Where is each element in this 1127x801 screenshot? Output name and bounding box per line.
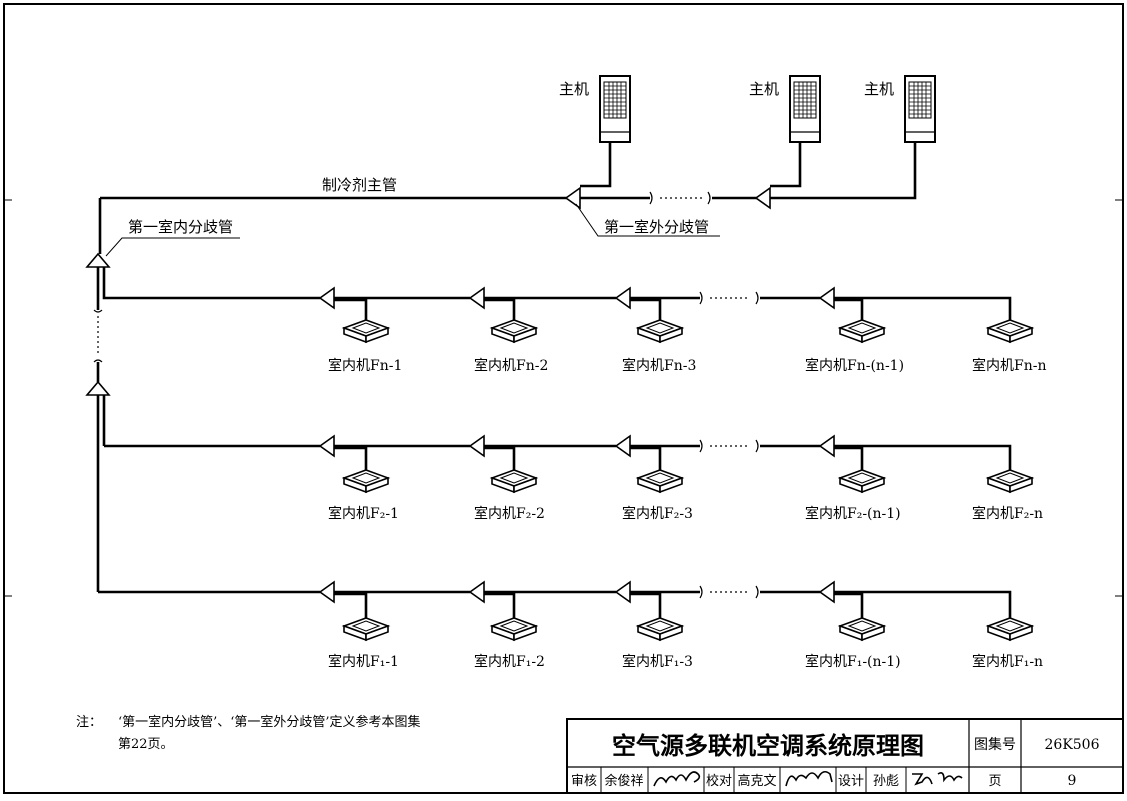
indoor-unit-label: 室内机F₁-2 — [474, 653, 545, 670]
indoor-unit-label: 室内机F₁-(n-1) — [805, 653, 901, 670]
indoor-row-F2: 室内机F₂-1 室内机F₂-2 室内机F₂-3 室内机F₂-(n-1) 室内机F… — [104, 435, 1043, 522]
indoor-unit-label: 室内机F₁-1 — [328, 653, 399, 670]
indoor-unit-label: 室内机Fn-(n-1) — [805, 357, 904, 374]
indoor-unit-label: 室内机F₁-n — [972, 653, 1043, 670]
outdoor-unit-3 — [904, 75, 936, 143]
outer-border — [3, 3, 1124, 794]
outdoor-unit-2 — [789, 75, 821, 143]
indoor-unit-icon — [637, 319, 683, 343]
indoor-unit-label: 室内机F₁-3 — [622, 653, 693, 670]
indoor-row-Fn: 室内机Fn-1 室内机Fn-2 室内机Fn-3 室内机Fn-(n-1) 室内机F… — [102, 287, 1046, 374]
title-block — [566, 718, 1124, 794]
atlas-no-label: 图集号 — [974, 736, 1016, 753]
reviewer-name: 余俊祥 — [604, 773, 643, 789]
indoor-unit-label: 室内机F₂-3 — [622, 505, 693, 522]
indoor-row-F1: 室内机F₁-1 室内机F₁-2 室内机F₁-3 室内机F₁-(n-1) 室内机F… — [98, 581, 1043, 670]
indoor-unit-icon — [343, 617, 389, 641]
indoor-unit-icon — [839, 617, 885, 641]
indoor-branch-fitting — [86, 381, 110, 396]
first-outdoor-branch-leader — [575, 203, 720, 237]
indoor-unit-label: 室内机F₂-1 — [328, 505, 399, 522]
host-label: 主机 — [749, 80, 779, 98]
first-indoor-branch-fitting — [86, 253, 110, 268]
indoor-unit-label: 室内机Fn-3 — [622, 357, 696, 374]
indoor-unit-icon — [491, 469, 537, 493]
outdoor-branch-fitting — [755, 187, 771, 209]
indoor-unit-icon — [987, 469, 1033, 493]
main-pipe-label: 制冷剂主管 — [322, 176, 397, 194]
review-label: 审核 — [571, 774, 597, 789]
first-outdoor-branch-label: 第一室外分歧管 — [604, 218, 709, 236]
indoor-unit-label: 室内机Fn-n — [972, 357, 1046, 374]
indoor-unit-icon — [637, 469, 683, 493]
outdoor-unit-1 — [599, 75, 631, 143]
indoor-unit-label: 室内机Fn-1 — [328, 357, 402, 374]
first-indoor-branch-label: 第一室内分歧管 — [128, 218, 233, 236]
drawing-title: 空气源多联机空调系统原理图 — [612, 732, 924, 760]
indoor-unit-icon — [839, 319, 885, 343]
note-line-1: ‘第一室内分歧管’、‘第一室外分歧管’定义参考本图集 — [118, 714, 421, 730]
check-label: 校对 — [706, 773, 732, 789]
atlas-no: 26K506 — [1045, 737, 1100, 753]
indoor-unit-icon — [987, 319, 1033, 343]
indoor-unit-icon — [839, 469, 885, 493]
indoor-unit-label: 室内机F₂-2 — [474, 505, 545, 522]
indoor-unit-icon — [343, 319, 389, 343]
indoor-unit-label: 室内机F₂-(n-1) — [805, 505, 901, 522]
reviewer-signature — [653, 771, 701, 787]
checker-name: 高克文 — [737, 773, 776, 789]
indoor-unit-label: 室内机Fn-2 — [474, 357, 548, 374]
indoor-unit-icon — [637, 617, 683, 641]
indoor-unit-label: 室内机F₂-n — [972, 505, 1043, 522]
designer-name: 孙彪 — [873, 774, 899, 789]
indoor-unit-icon — [987, 617, 1033, 641]
page-number: 9 — [1068, 773, 1077, 789]
host-label: 主机 — [864, 80, 894, 98]
outdoor-piping — [98, 142, 917, 254]
page-label: 页 — [988, 774, 1001, 789]
checker-signature — [785, 770, 833, 787]
design-label: 设计 — [838, 774, 864, 789]
indoor-unit-icon — [343, 469, 389, 493]
outdoor-units: 主机 主机 主机 — [559, 75, 936, 143]
first-indoor-branch-leader — [105, 237, 240, 257]
outdoor-gap — [649, 191, 711, 205]
indoor-riser — [86, 253, 110, 592]
note-prefix: 注： — [76, 715, 102, 730]
note-line-2: 第22页。 — [118, 737, 174, 752]
note: 注： ‘第一室内分歧管’、‘第一室外分歧管’定义参考本图集 第22页。 — [76, 714, 421, 752]
first-outdoor-branch-fitting — [565, 187, 581, 209]
indoor-unit-icon — [491, 617, 537, 641]
indoor-unit-icon — [491, 319, 537, 343]
designer-signature — [912, 772, 963, 786]
host-label: 主机 — [559, 80, 589, 98]
